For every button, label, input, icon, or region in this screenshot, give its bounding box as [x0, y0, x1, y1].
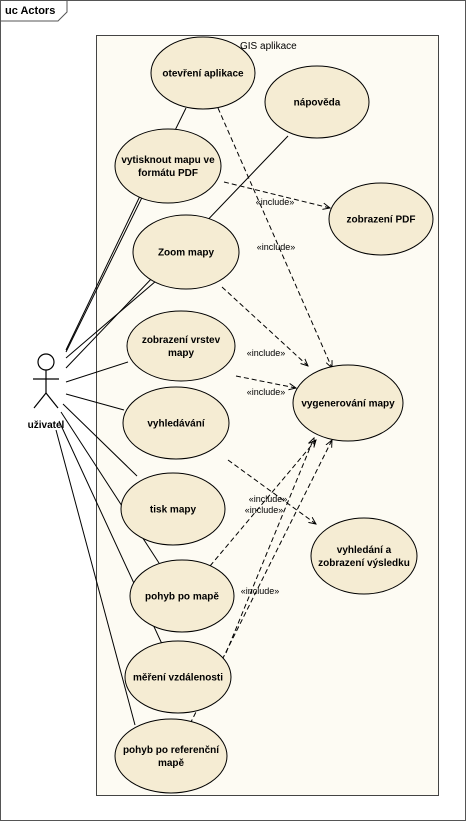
system-name: GIS aplikace: [240, 41, 297, 52]
include-search-to-search-result: [227, 459, 316, 524]
include-label-measure: «include»: [241, 586, 280, 596]
use-case-help[interactable]: nápověda: [264, 65, 370, 139]
use-case-shape: [124, 640, 232, 714]
association-zoom: [65, 280, 157, 359]
use-case-shape: [292, 364, 404, 442]
use-case-label: měření vzdálenosti: [133, 673, 223, 684]
frame-title-tab: [0, 0, 68, 22]
include-label-layers: «include»: [247, 348, 286, 358]
use-case-label: vyhledání a: [337, 545, 392, 556]
use-case-label: vytisknout mapu ve: [121, 155, 215, 166]
use-case-label: Zoom mapy: [158, 248, 215, 259]
use-case-label: zobrazení PDF: [347, 215, 416, 226]
use-case-label: tisk mapy: [150, 505, 197, 516]
actor-name: uživatel: [28, 420, 65, 431]
use-case-shape: [126, 310, 236, 382]
include-label-zoom: «include»: [257, 242, 296, 252]
use-case-shape: [129, 559, 235, 633]
actor-left-leg: [33, 392, 47, 409]
use-case-shape: [114, 128, 222, 204]
use-case-shape: [122, 386, 230, 460]
include-zoom-to-generate: [221, 286, 308, 366]
use-case-print[interactable]: tisk mapy: [120, 472, 226, 546]
use-case-shape: [150, 36, 256, 110]
use-case-shape: [120, 472, 226, 546]
association-print: [62, 403, 138, 477]
use-case-label: vygenerování mapy: [301, 399, 395, 410]
use-case-measure[interactable]: měření vzdálenosti: [124, 640, 232, 714]
use-case-label: vyhledávání: [147, 419, 205, 430]
actor-uzivatel[interactable]: uživatel: [28, 353, 65, 431]
actor-head: [37, 353, 55, 371]
include-label-print-pdf: «include»: [256, 197, 295, 207]
use-case-label: mapě: [158, 758, 185, 769]
use-case-label: pohyb po mapě: [145, 592, 219, 603]
use-case-search-result[interactable]: vyhledání a zobrazení výsledku: [310, 517, 418, 595]
include-layers-to-generate: [235, 375, 296, 388]
use-case-generate[interactable]: vygenerování mapy: [292, 364, 404, 442]
use-case-label: otevření aplikace: [162, 69, 244, 80]
use-case-show-pdf[interactable]: zobrazení PDF: [328, 182, 434, 256]
use-case-label: zobrazení výsledku: [318, 558, 410, 569]
use-case-open[interactable]: otevření aplikace: [150, 36, 256, 110]
include-label-search: «include»: [249, 494, 288, 504]
use-case-shape: [264, 65, 370, 139]
use-case-shape: [132, 214, 240, 290]
association-layers: [65, 361, 129, 383]
include-label-move: «include»: [245, 505, 284, 515]
use-case-move[interactable]: pohyb po mapě: [129, 559, 235, 633]
use-case-zoom[interactable]: Zoom mapy: [132, 214, 240, 290]
frame-title: uc Actors: [5, 5, 55, 17]
include-label-move-ref: «include»: [247, 387, 286, 397]
use-case-label: formátu PDF: [138, 168, 198, 179]
use-case-shape: [328, 182, 434, 256]
use-case-label: nápověda: [294, 98, 341, 109]
use-case-shape: [114, 718, 228, 794]
use-case-search[interactable]: vyhledávání: [122, 386, 230, 460]
association-print-pdf: [65, 195, 141, 351]
use-case-print-pdf[interactable]: vytisknout mapu ve formátu PDF: [114, 128, 222, 204]
include-measure-to-generate: [225, 438, 314, 654]
include-print-pdf-to-show-pdf: [223, 181, 330, 208]
use-case-layers[interactable]: zobrazení vrstev mapy: [126, 310, 236, 382]
use-case-label: mapy: [168, 348, 195, 359]
actor-right-leg: [45, 392, 59, 409]
use-case-label: pohyb po referenční: [123, 745, 220, 756]
use-case-label: zobrazení vrstev: [142, 335, 221, 346]
use-case-shape: [310, 517, 418, 595]
include-open-to-generate: [217, 107, 332, 368]
use-case-group: otevření aplikace nápověda vytisknout mapu…: [114, 36, 434, 794]
association-search: [65, 393, 125, 411]
use-case-move-ref[interactable]: pohyb po referenční mapě: [114, 718, 228, 794]
association-move-ref: [55, 429, 136, 726]
include-move-to-generate: [209, 440, 316, 567]
